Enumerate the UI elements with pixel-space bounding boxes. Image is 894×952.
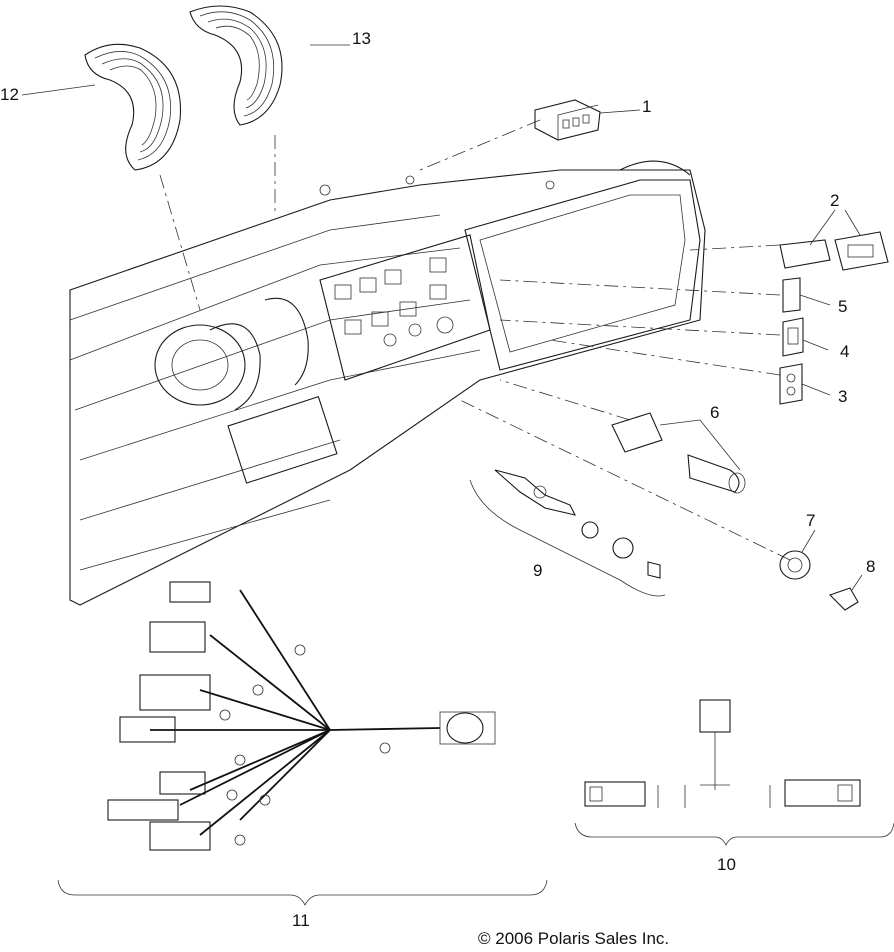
part-10-connectors xyxy=(584,699,861,808)
callout-10: 10 xyxy=(717,855,736,874)
callout-8: 8 xyxy=(866,557,876,576)
projection-6 xyxy=(499,379,631,421)
part-6-power-point xyxy=(611,412,746,494)
callout-7: 7 xyxy=(806,511,816,530)
callout-11: 11 xyxy=(292,911,310,930)
leader-12 xyxy=(21,84,96,96)
callout-5: 5 xyxy=(838,297,848,316)
brace-10 xyxy=(574,822,894,846)
projection-3 xyxy=(549,339,781,376)
dashboard-assembly xyxy=(69,160,706,606)
projection-5 xyxy=(499,279,781,296)
callout-12: 12 xyxy=(0,85,19,104)
callout-13: 13 xyxy=(352,29,371,48)
callout-9: 9 xyxy=(533,561,543,580)
copyright-notice: © 2006 Polaris Sales Inc. xyxy=(478,929,670,948)
part-11-wiring-harness xyxy=(107,581,496,851)
projection-4 xyxy=(499,319,781,336)
callout-1: 1 xyxy=(642,97,652,116)
callout-6: 6 xyxy=(710,403,720,422)
projection-7 xyxy=(459,399,791,561)
part-9-sensor xyxy=(469,469,666,597)
part-2-outlet xyxy=(779,209,889,271)
callout-3: 3 xyxy=(838,387,848,406)
callout-4: 4 xyxy=(840,342,850,361)
part-4-switch xyxy=(782,317,829,357)
part-7-nut xyxy=(779,529,816,580)
projection-12 xyxy=(159,174,201,311)
part-1-switch-block xyxy=(534,99,641,141)
part-5-bracket xyxy=(782,277,831,313)
part-13-grip-pad xyxy=(189,5,283,126)
brace-11 xyxy=(57,879,548,906)
projection-1 xyxy=(419,119,541,171)
part-8-connector xyxy=(828,574,863,611)
callout-2: 2 xyxy=(830,191,840,210)
part-3-switch xyxy=(779,363,831,405)
projection-2 xyxy=(689,244,781,251)
part-12-grip-pad xyxy=(84,43,182,171)
